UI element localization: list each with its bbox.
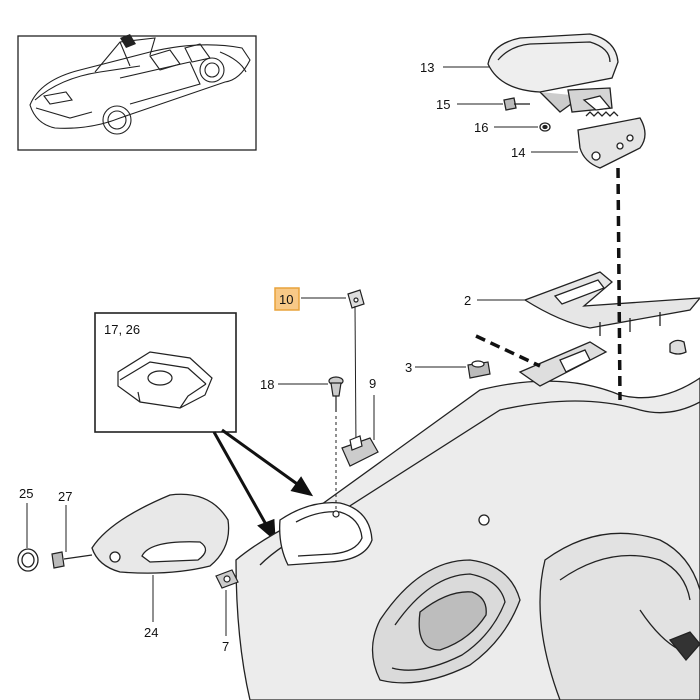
inset-clip-detail: 17, 26 bbox=[94, 312, 237, 433]
callout-7: 7 bbox=[222, 639, 229, 654]
callout-13: 13 bbox=[420, 60, 434, 75]
part-7-nut bbox=[215, 569, 239, 589]
part-18-screw bbox=[328, 376, 344, 518]
trim-panel bbox=[235, 341, 700, 700]
callout-24: 24 bbox=[144, 625, 158, 640]
part-25-ring bbox=[17, 548, 39, 572]
part-10-clip bbox=[347, 289, 365, 449]
leader-lines bbox=[26, 66, 578, 636]
inset-label: 17, 26 bbox=[104, 322, 140, 337]
callout-labels: 13 15 16 14 2 10 3 18 9 25 27 24 7 bbox=[19, 60, 525, 654]
part-24-bezel bbox=[91, 493, 230, 574]
callout-16: 16 bbox=[474, 120, 488, 135]
callout-18: 18 bbox=[260, 377, 274, 392]
part-3-clip bbox=[467, 360, 491, 379]
callout-10-highlight bbox=[274, 287, 300, 311]
callout-15: 15 bbox=[436, 97, 450, 112]
upper-trim-strip bbox=[523, 271, 700, 355]
callout-9: 9 bbox=[369, 376, 376, 391]
part-27-screw bbox=[51, 551, 93, 569]
callout-25: 25 bbox=[19, 486, 33, 501]
callout-27: 27 bbox=[58, 489, 72, 504]
car-thumbnail bbox=[17, 34, 257, 151]
callout-2: 2 bbox=[464, 293, 471, 308]
dashed-links bbox=[475, 167, 622, 401]
callout-3: 3 bbox=[405, 360, 412, 375]
cover-assembly bbox=[487, 33, 646, 169]
part-9-bracket bbox=[341, 395, 379, 467]
inset-arrows bbox=[212, 428, 314, 542]
callout-14: 14 bbox=[511, 145, 525, 160]
callout-10: 10 bbox=[279, 292, 293, 307]
